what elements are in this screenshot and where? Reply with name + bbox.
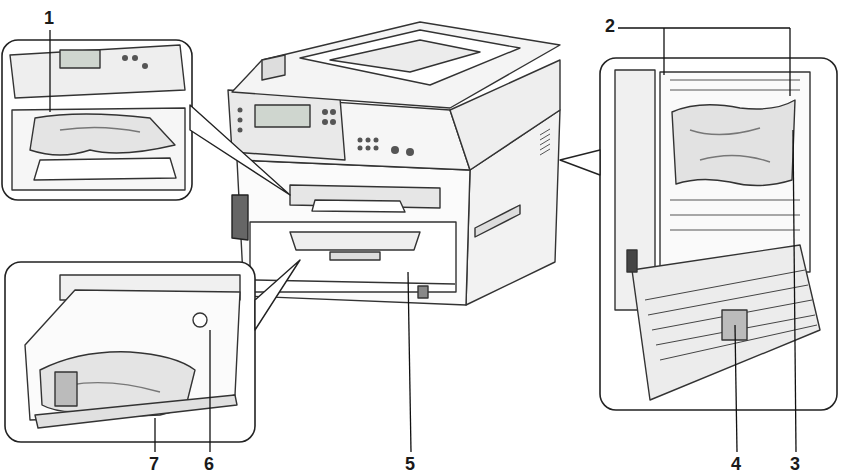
callout-number: 4 xyxy=(731,454,741,474)
callout-number: 3 xyxy=(790,454,800,474)
callout-number: 7 xyxy=(149,454,159,474)
callout-number: 1 xyxy=(44,8,54,28)
callout-number: 5 xyxy=(405,454,415,474)
callout-number: 6 xyxy=(204,454,214,474)
callout-number: 2 xyxy=(605,16,615,36)
